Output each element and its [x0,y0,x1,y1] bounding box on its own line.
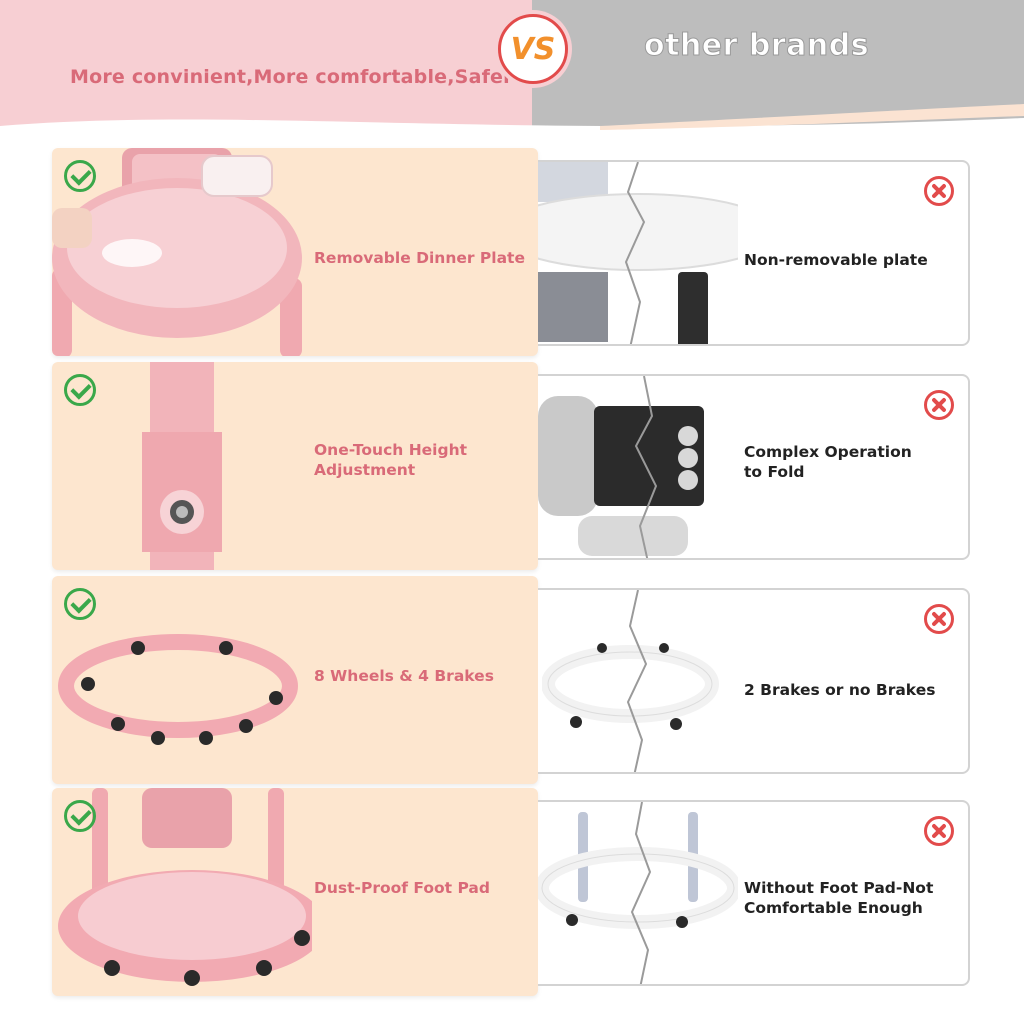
feature-two-brakes: 2 Brakes or no Brakes [744,681,936,699]
height-adjust-illustration [142,362,222,570]
check-icon [64,588,96,620]
cross-icon [924,816,954,846]
comparison-row-wheels: 8 Wheels & 4 Brakes 2 Brakes or no Brake… [0,576,1024,786]
comparison-row-footpad: Dust-Proof Foot Pad Without Foot Pad-Not… [0,788,1024,998]
check-icon [64,160,96,192]
other-card-brakes: 2 Brakes or no Brakes [538,588,970,774]
feature-height-line2: Adjustment [314,461,416,479]
ours-card-height: One-Touch Height Adjustment [52,362,538,570]
comparison-row-plate: Removable Dinner Plate Non-removable pla… [0,148,1024,358]
check-icon [64,800,96,832]
wheel-base-illustration [58,634,298,745]
walker-plate-illustration [52,148,302,356]
crack-divider [626,590,648,772]
feature-wheels-brakes: 8 Wheels & 4 Brakes [314,667,494,685]
feature-height-line1: One-Touch Height [314,441,468,459]
feature-removable-plate: Removable Dinner Plate [314,249,525,267]
fold-mechanism-illustration [538,396,704,556]
other-wheel-base-illustration [542,643,719,730]
feature-no-footpad-line1: Without Foot Pad-Not [744,879,934,897]
vs-badge: VS [498,14,568,84]
feature-complex-line2: to Fold [744,463,805,481]
header-wave [0,104,1024,146]
ours-card-wheels: 8 Wheels & 4 Brakes [52,576,538,784]
cross-icon [924,390,954,420]
header-tagline: More convinient,More comfortable,Safer [70,66,513,88]
other-plate-illustration [538,162,738,344]
feature-dust-proof-pad: Dust-Proof Foot Pad [314,879,490,897]
crack-divider [624,162,646,344]
feature-complex-line1: Complex Operation [744,443,912,461]
ours-card-footpad: Dust-Proof Foot Pad [52,788,538,996]
crack-divider [630,802,652,984]
other-card-plate: Non-removable plate [538,160,970,346]
crack-divider [634,376,658,558]
cross-icon [924,176,954,206]
other-card-footpad: Without Foot Pad-Not Comfortable Enough [538,800,970,986]
check-icon [64,374,96,406]
header-other-banner [532,0,1024,128]
ours-card-plate: Removable Dinner Plate [52,148,538,356]
header-ours-banner [0,0,532,128]
cross-icon [924,604,954,634]
comparison-row-height: One-Touch Height Adjustment Complex Oper… [0,362,1024,572]
feature-no-footpad-line2: Comfortable Enough [744,899,923,917]
other-footless-illustration [538,812,738,929]
other-brands-label: other brands [643,28,870,64]
other-card-fold: Complex Operation to Fold [538,374,970,560]
foot-pad-illustration [58,788,312,986]
feature-non-removable-plate: Non-removable plate [744,251,928,269]
